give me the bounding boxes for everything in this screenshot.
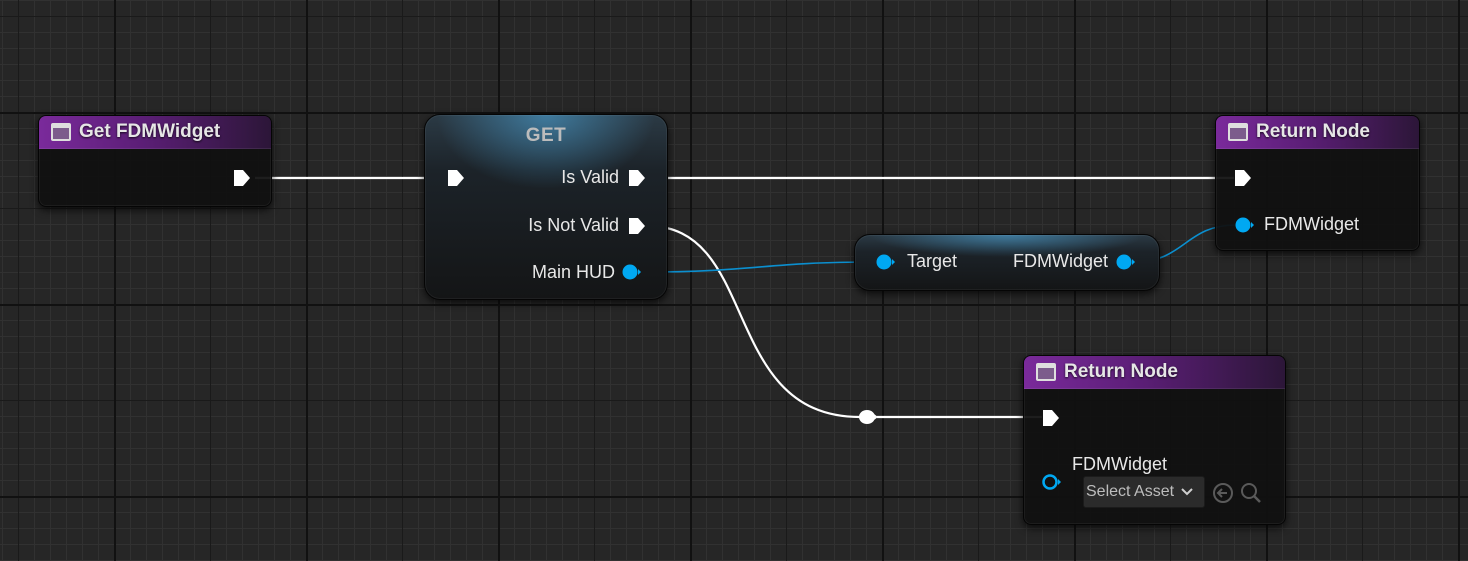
select-asset-dropdown[interactable]: Select Asset [1083, 476, 1205, 508]
node-header[interactable]: Return Node [1216, 116, 1419, 149]
node-fdmwidget-getter[interactable] [854, 234, 1160, 291]
fdmwidget-output-pin[interactable] [1114, 251, 1136, 273]
select-asset-label: Select Asset [1086, 483, 1175, 500]
exec-in-pin[interactable] [1233, 168, 1253, 188]
data-wire-mainhud-to-target[interactable] [639, 261, 877, 273]
node-title: Get FDMWidget [79, 121, 221, 142]
magnifier-icon[interactable] [1240, 482, 1262, 504]
node-header[interactable]: Return Node [1024, 356, 1285, 389]
fdmwidget-input-pin[interactable] [1233, 214, 1255, 236]
node-return-top[interactable]: Return Node [1215, 115, 1420, 251]
exec-in-pin[interactable] [1041, 408, 1061, 428]
main-hud-object-pin[interactable] [620, 261, 642, 283]
is-valid-exec-pin[interactable] [627, 168, 647, 188]
target-label: Target [907, 251, 958, 271]
exec-wire-isnotvalid-to-reroute[interactable] [647, 224, 861, 419]
exec-out-pin[interactable] [232, 168, 252, 188]
is-valid-label: Is Valid [561, 167, 619, 187]
fdmwidget-unconnected-pin[interactable] [1040, 471, 1062, 493]
function-icon [1228, 123, 1248, 141]
chevron-down-icon [1181, 488, 1193, 496]
exec-in-pin[interactable] [446, 168, 466, 188]
is-not-valid-exec-pin[interactable] [627, 216, 647, 236]
arrow-left-circle-icon[interactable] [1212, 482, 1234, 504]
fdmwidget-input-label: FDMWidget [1072, 454, 1168, 474]
function-icon [1036, 363, 1056, 381]
node-title: GET [525, 125, 567, 146]
is-not-valid-label: Is Not Valid [528, 215, 619, 235]
node-get-fdmwidget[interactable]: Get FDMWidget [38, 115, 272, 207]
function-icon [51, 123, 71, 141]
node-title: Return Node [1256, 121, 1370, 142]
node-title: Return Node [1064, 361, 1178, 382]
target-input-pin[interactable] [874, 251, 896, 273]
reroute-knot[interactable] [857, 408, 881, 426]
fdmwidget-output-label: FDMWidget [1012, 251, 1108, 271]
fdmwidget-input-label: FDMWidget [1264, 214, 1360, 234]
node-header[interactable]: Get FDMWidget [39, 116, 271, 149]
main-hud-label: Main HUD [531, 262, 615, 282]
